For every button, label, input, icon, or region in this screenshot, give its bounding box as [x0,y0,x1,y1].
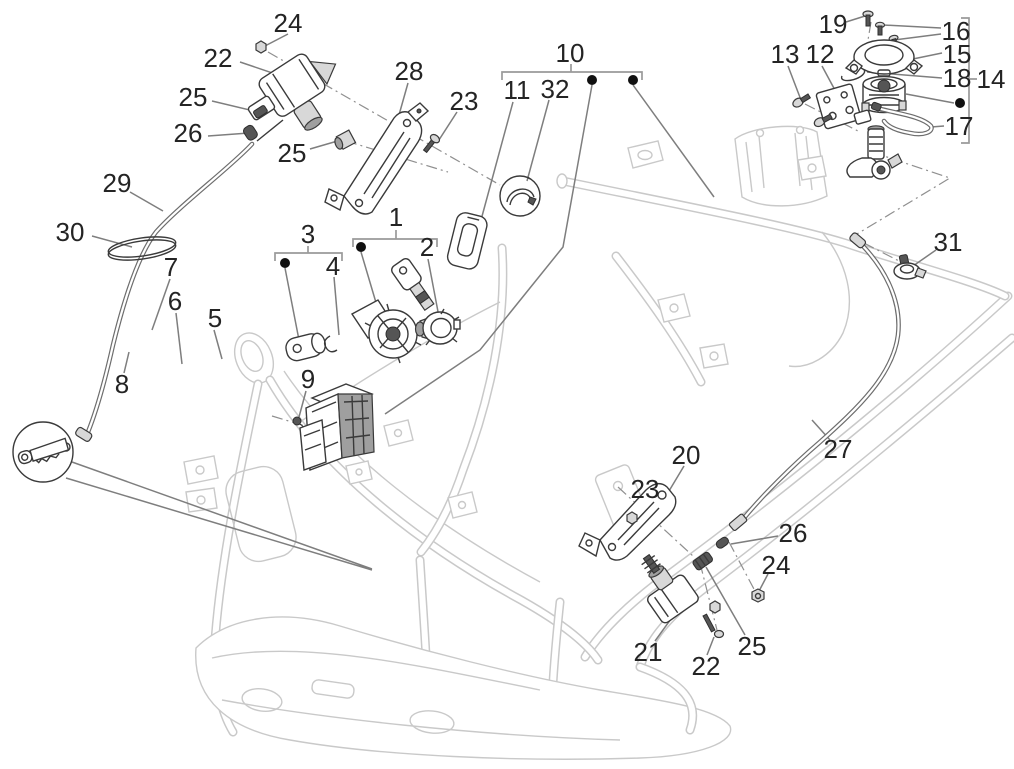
part-23-screw-top [422,133,441,154]
part-1-ignition-switch [350,258,435,364]
reference-dot [356,242,366,252]
part-label-26: 26 [174,118,203,148]
part-4-clip [323,335,338,353]
reference-dot [280,258,290,268]
part-23-nut-bottom [626,511,638,525]
bracket-14 [961,17,977,144]
part-label-30: 30 [56,217,85,247]
bracket-10 [501,64,643,80]
part-22-lock-actuator-top [243,40,337,142]
part-21-lock-actuator-bottom [641,553,699,624]
part-label-1: 1 [389,202,403,232]
part-32-handle-callout [499,175,541,217]
part-25-adjuster-bottom [692,551,713,571]
part-9-screw [292,416,306,429]
part-label-29: 29 [103,168,132,198]
part-label-13: 13 [771,39,800,69]
part-label-32: 32 [541,74,570,104]
part-label-2: 2 [420,232,434,262]
part-label-3: 3 [301,219,315,249]
part-label-14: 14 [977,64,1006,94]
part-label-20: 20 [672,440,701,470]
part-label-22: 22 [692,651,721,681]
part-13b-screw [813,113,833,128]
part-24-nut-top [255,40,267,54]
part-29-cable [61,141,255,452]
part-label-18: 18 [943,63,972,93]
frame-art [183,125,1014,760]
part-17-cable [870,101,934,137]
part-label-4: 4 [326,251,340,281]
bracket-1 [352,230,438,247]
bracket-3 [274,246,343,261]
part-label-17: 17 [945,111,974,141]
part-22-screw-bottom [702,600,725,639]
part-26-pin-bottom [715,536,729,549]
part-label-25: 25 [179,82,208,112]
part-31-grommet [893,254,927,280]
reference-dots [280,75,965,268]
part-label-5: 5 [208,303,222,333]
reference-dot [628,75,638,85]
part-2-lock-cylinder [414,308,461,346]
part-label-25: 25 [738,631,767,661]
part-label-27: 27 [824,434,853,464]
parts-layer [12,10,934,639]
ignition-key [391,258,435,312]
part-25-cone [334,129,357,151]
leader-lines [65,15,955,656]
part-label-31: 31 [934,227,963,257]
part-label-24: 24 [762,550,791,580]
part-label-21: 21 [634,637,663,667]
reference-dot [955,98,965,108]
part-label-28: 28 [395,56,424,86]
part-seat-lock-catch [846,125,903,180]
part-label-7: 7 [164,252,178,282]
part-label-19: 19 [819,9,848,39]
part-label-9: 9 [301,364,315,394]
part-24-nut-bottom [751,588,765,603]
part-10-cdi-module [299,383,375,471]
part-26-pin-top [243,124,258,141]
part-label-15: 15 [943,39,972,69]
group-brackets [274,17,977,261]
part-label-24: 24 [274,8,303,38]
part-25-collar-top [253,105,268,119]
part-30-ring [107,236,177,261]
part-label-6: 6 [168,286,182,316]
part-27-cable [728,232,901,531]
part-label-11: 11 [504,75,531,105]
part-28-bracket [324,102,430,215]
part-label-23: 23 [631,474,660,504]
part-19-screws [862,10,886,36]
part-label-10: 10 [556,38,585,68]
part-15-cover [844,39,924,77]
part-label-22: 22 [204,43,233,73]
part-3-clamp [285,332,326,362]
reference-dot [587,75,597,85]
part-label-12: 12 [806,39,835,69]
part-13-screw [792,93,812,108]
part-label-23: 23 [450,86,479,116]
part-11-cover [446,212,488,270]
part-label-25: 25 [278,138,307,168]
part-label-26: 26 [779,518,808,548]
part-14-lock-body [861,75,907,114]
part-label-8: 8 [115,369,129,399]
key-blank-callout [12,421,74,483]
part-label-16: 16 [942,16,971,46]
part-18-ring [840,69,866,82]
